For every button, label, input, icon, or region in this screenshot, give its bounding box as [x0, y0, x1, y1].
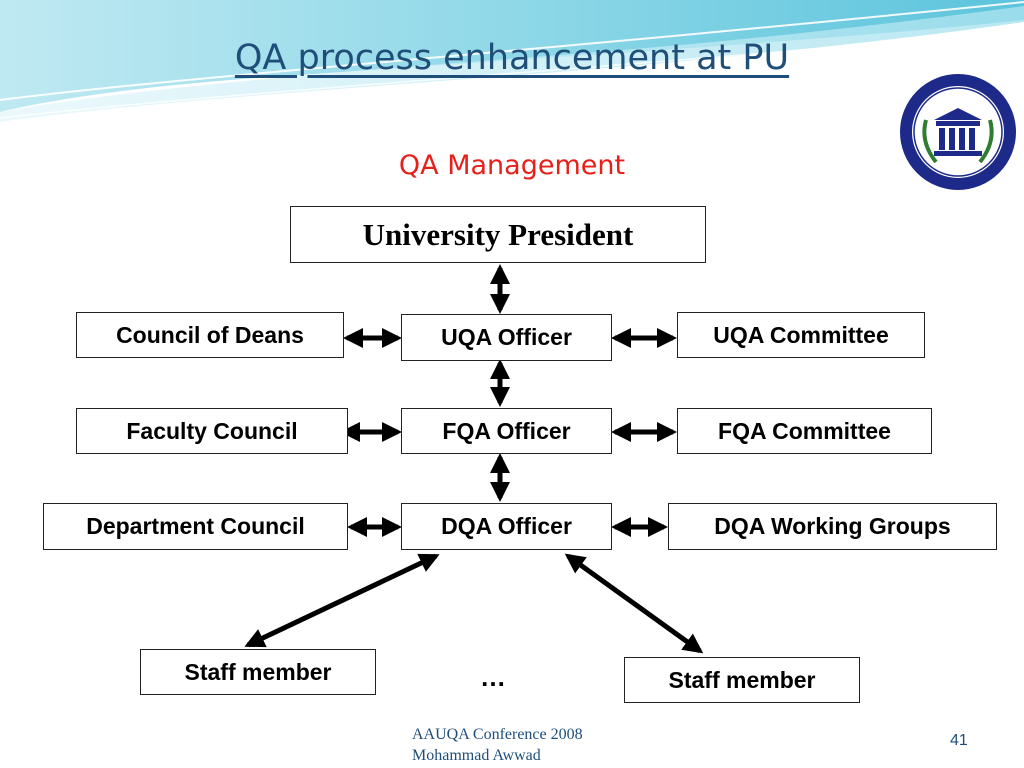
faculty-council-box: Faculty Council [76, 408, 348, 454]
fqa-officer-box: FQA Officer [401, 408, 612, 454]
arrow-dqa-staff-right [564, 553, 704, 654]
staff-member-box-left: Staff member [140, 649, 376, 695]
slide-title: QA process enhancement at PU [234, 38, 790, 78]
footer-credit: AAUQA Conference 2008 Mohammad Awwad [412, 724, 583, 766]
uqa-officer-box: UQA Officer [401, 314, 612, 361]
council-of-deans-box: Council of Deans [76, 312, 344, 358]
footer-conference: AAUQA Conference 2008 [412, 726, 583, 743]
slide-subtitle: QA Management [398, 150, 626, 181]
uqa-committee-box: UQA Committee [677, 312, 925, 358]
university-president-box: University President [290, 206, 706, 263]
fqa-committee-box: FQA Committee [677, 408, 932, 454]
staff-member-box-right: Staff member [624, 657, 860, 703]
philadelphia-university-logo-icon [900, 74, 1016, 190]
dqa-working-groups-box: DQA Working Groups [668, 503, 997, 550]
arrow-dqa-staff-left [244, 553, 440, 648]
ellipsis-more-staff: … [480, 662, 506, 692]
dqa-officer-box: DQA Officer [401, 503, 612, 550]
department-council-box: Department Council [43, 503, 348, 550]
footer-author: Mohammad Awwad [412, 747, 541, 764]
page-number: 41 [950, 732, 968, 749]
